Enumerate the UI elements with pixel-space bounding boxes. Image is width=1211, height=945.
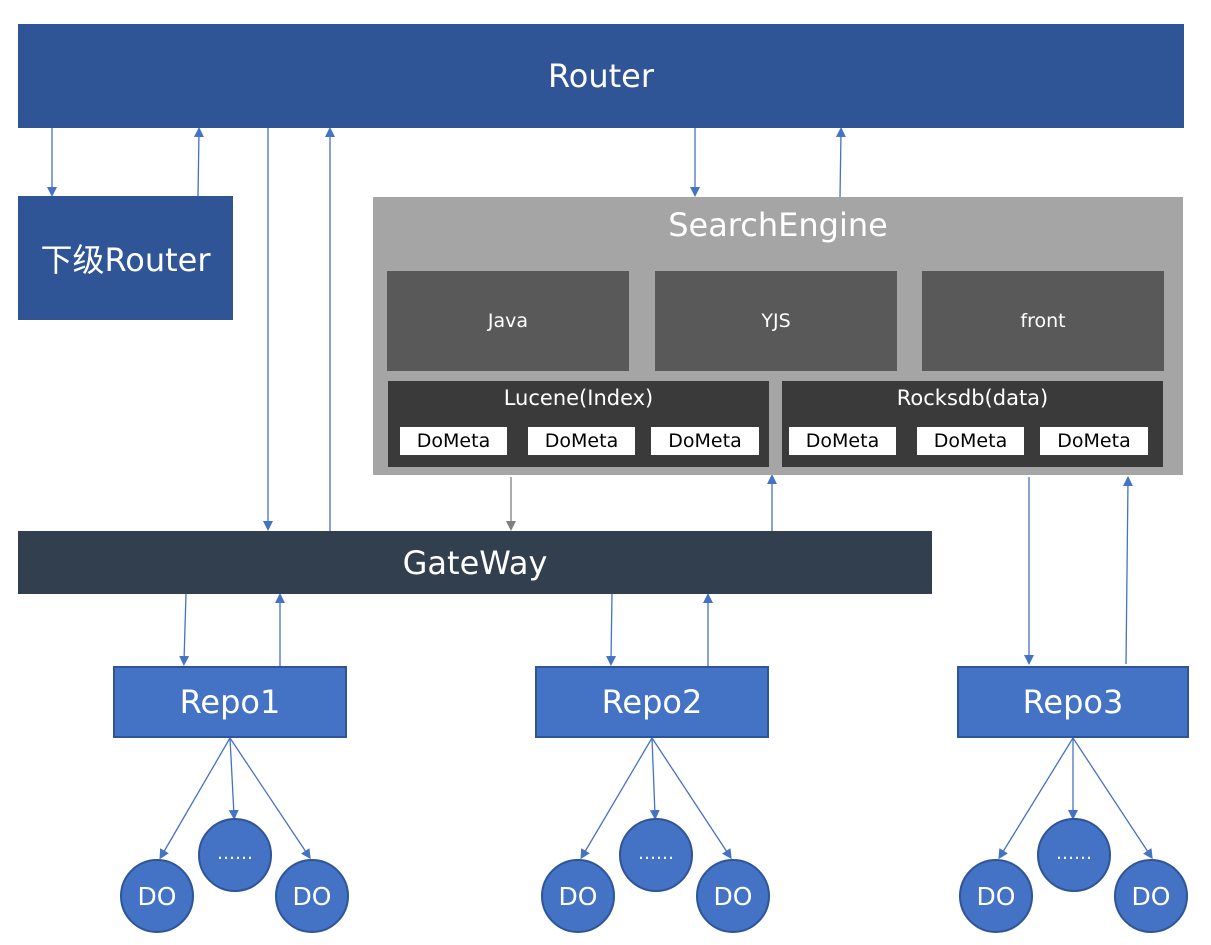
repo1-do-left: DO xyxy=(120,859,194,933)
search-engine-title: SearchEngine xyxy=(668,206,888,244)
repo1-label: Repo1 xyxy=(179,683,281,721)
module-java-label: Java xyxy=(487,310,529,332)
gateway-box: GateWay xyxy=(18,531,932,594)
module-front-label: front xyxy=(1020,310,1066,332)
repo3-label: Repo3 xyxy=(1022,683,1124,721)
sub-router-label: 下级Router xyxy=(40,241,211,279)
arrow-repo3-to-searchengine xyxy=(1122,476,1133,665)
lucene-dometa-3: DoMeta xyxy=(651,427,759,455)
arrow-subrouter-to-router xyxy=(193,127,204,197)
repo2-more-objects: …… xyxy=(619,818,693,892)
repo3-do-left: DO xyxy=(959,859,1033,933)
arrow-searchengine-to-router xyxy=(835,127,846,198)
rocksdb-dometa-3: DoMeta xyxy=(1040,427,1148,455)
repo3-more-objects: …… xyxy=(1037,818,1111,892)
module-front: front xyxy=(922,271,1164,371)
lucene-index-title: Lucene(Index) xyxy=(503,386,654,410)
rocksdb-dometa-2: DoMeta xyxy=(917,427,1024,455)
rocksdb-dometa-1: DoMeta xyxy=(789,427,896,455)
sub-router-box: 下级Router xyxy=(18,196,233,320)
repo2-do-left: DO xyxy=(541,859,615,933)
router-label: Router xyxy=(547,57,655,95)
module-java: Java xyxy=(387,271,629,371)
repo2-do-right: DO xyxy=(696,859,770,933)
repo3-do-right: DO xyxy=(1114,859,1188,933)
gateway-label: GateWay xyxy=(402,543,548,582)
repo2-box: Repo2 xyxy=(535,666,769,738)
repo1-do-right: DO xyxy=(275,859,349,933)
repo2-label: Repo2 xyxy=(601,683,703,721)
repo1-more-objects: …… xyxy=(198,818,272,892)
lucene-dometa-2: DoMeta xyxy=(528,427,635,455)
module-yjs: YJS xyxy=(655,271,897,371)
repo1-box: Repo1 xyxy=(113,666,347,738)
router-box: Router xyxy=(18,24,1184,128)
arrow-gateway-to-repo1 xyxy=(179,593,190,666)
repo3-box: Repo3 xyxy=(957,666,1189,738)
lucene-dometa-1: DoMeta xyxy=(400,427,507,455)
module-yjs-label: YJS xyxy=(761,310,791,332)
rocksdb-data-title: Rocksdb(data) xyxy=(896,386,1049,410)
arrow-gateway-to-repo2 xyxy=(606,593,617,666)
